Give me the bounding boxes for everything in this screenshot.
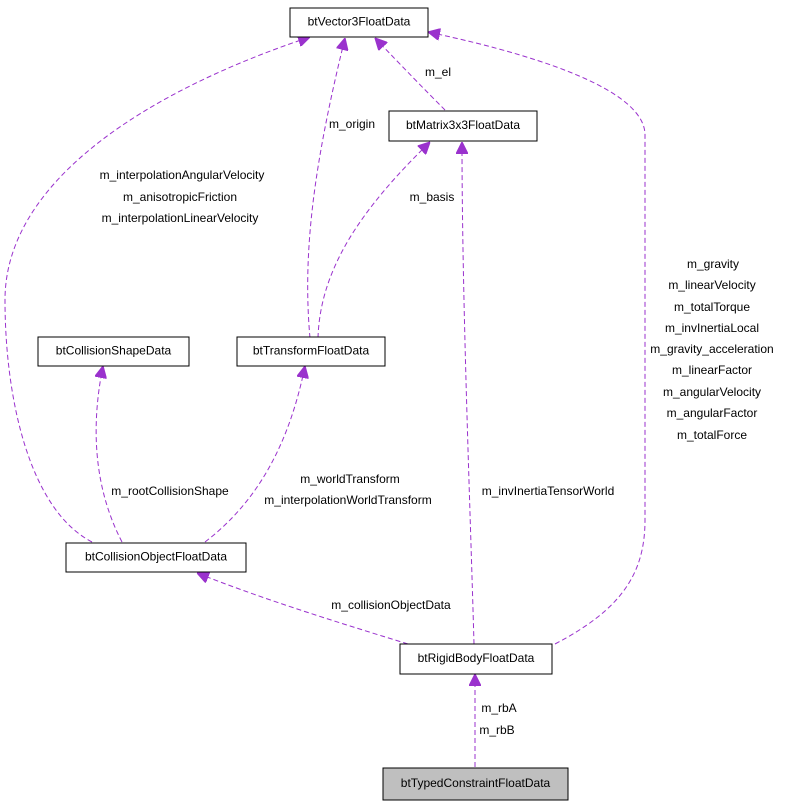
- edge-label: m_rootCollisionShape: [111, 484, 229, 498]
- node-label: btVector3FloatData: [308, 15, 411, 29]
- edge-collision-to-vector: m_interpolationAngularVelocity m_anisotr…: [4, 37, 310, 543]
- edge-collision-to-shape: m_rootCollisionShape: [96, 366, 229, 543]
- node-btCollisionShapeData[interactable]: btCollisionShapeData: [37, 336, 190, 367]
- node-label: btCollisionObjectFloatData: [85, 550, 227, 564]
- edge-line: [204, 366, 305, 543]
- edge-label: m_collisionObjectData: [331, 598, 451, 612]
- edge-rigid-to-vector: m_gravity m_linearVelocity m_totalTorque…: [428, 32, 774, 645]
- edge-transform-to-vector: m_origin: [307, 38, 375, 339]
- node-label: btCollisionShapeData: [56, 344, 172, 358]
- edge-line: [4, 37, 310, 543]
- node-btMatrix3x3FloatData[interactable]: btMatrix3x3FloatData: [388, 110, 538, 142]
- edge-line: [462, 142, 475, 645]
- edge-label: m_basis: [410, 190, 455, 204]
- edge-label: m_linearFactor: [672, 363, 752, 377]
- edge-line: [96, 366, 123, 543]
- node-label: btRigidBodyFloatData: [418, 651, 535, 665]
- edge-label: m_gravity: [687, 257, 739, 271]
- edge-label: m_worldTransform: [300, 472, 400, 486]
- edge-label: m_invInertiaTensorWorld: [482, 484, 615, 498]
- node-label: btTypedConstraintFloatData: [401, 776, 551, 790]
- node-btTransformFloatData[interactable]: btTransformFloatData: [236, 336, 386, 367]
- edge-line: [428, 32, 646, 645]
- edge-collision-to-transform: m_worldTransform m_interpolationWorldTra…: [204, 366, 432, 543]
- edge-label: m_angularFactor: [667, 406, 758, 420]
- edge-transform-to-matrix: m_basis: [317, 142, 455, 339]
- edge-line: [317, 142, 430, 339]
- edge-label: m_anisotropicFriction: [123, 190, 237, 204]
- edge-label: m_el: [425, 65, 451, 79]
- edge-label: m_angularVelocity: [663, 385, 761, 399]
- edge-rigid-to-collision: m_collisionObjectData: [197, 573, 451, 645]
- edge-matrix-to-vector: m_el: [375, 38, 451, 111]
- edge-label: m_interpolationAngularVelocity: [100, 168, 265, 182]
- node-btRigidBodyFloatData[interactable]: btRigidBodyFloatData: [399, 643, 553, 675]
- node-label: btMatrix3x3FloatData: [406, 118, 520, 132]
- edge-label: m_rbB: [479, 723, 514, 737]
- edge-line: [197, 573, 409, 645]
- edge-label: m_linearVelocity: [668, 278, 755, 292]
- node-btVector3FloatData[interactable]: btVector3FloatData: [289, 7, 429, 38]
- edge-line: [307, 38, 345, 339]
- edge-line: [375, 38, 446, 111]
- node-label: btTransformFloatData: [253, 344, 370, 358]
- edge-label: m_rbA: [481, 701, 516, 715]
- edge-label: m_interpolationLinearVelocity: [102, 211, 259, 225]
- edge-label: m_totalForce: [677, 428, 747, 442]
- edge-label: m_totalTorque: [674, 300, 750, 314]
- edge-label: m_gravity_acceleration: [650, 342, 773, 356]
- node-btTypedConstraintFloatData[interactable]: btTypedConstraintFloatData: [382, 767, 569, 801]
- edge-label: m_interpolationWorldTransform: [264, 493, 431, 507]
- edge-label: m_origin: [329, 117, 375, 131]
- node-btCollisionObjectFloatData[interactable]: btCollisionObjectFloatData: [65, 542, 247, 573]
- edge-rigid-to-matrix: m_invInertiaTensorWorld: [462, 142, 615, 645]
- edge-typed-to-rigid: m_rbA m_rbB: [475, 674, 517, 767]
- edge-label: m_invInertiaLocal: [665, 321, 759, 335]
